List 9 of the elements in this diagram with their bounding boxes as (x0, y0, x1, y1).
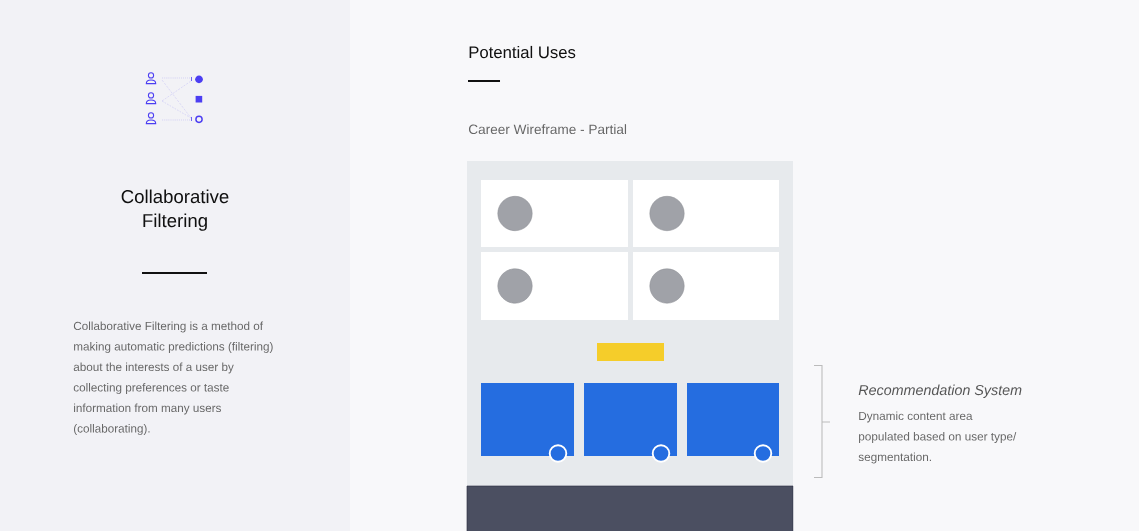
heading: Recommendation System (858, 384, 1022, 398)
subheading: Career Wireframe - Partial (468, 124, 627, 135)
paragraph: Collaborative Filtering is a method of making automatic predictions (filtering) about the interests of a user by collecting preferences or taste information from many users (collaborating). (73, 321, 273, 435)
content-tile (687, 383, 779, 456)
heading: Potential Uses (469, 45, 576, 59)
content-tile (481, 383, 574, 456)
paragraph: Dynamic content area populated based on user type/ segmentation. (858, 411, 1017, 464)
content-tile (584, 383, 677, 456)
heading: Collaborative Filtering (121, 189, 229, 231)
